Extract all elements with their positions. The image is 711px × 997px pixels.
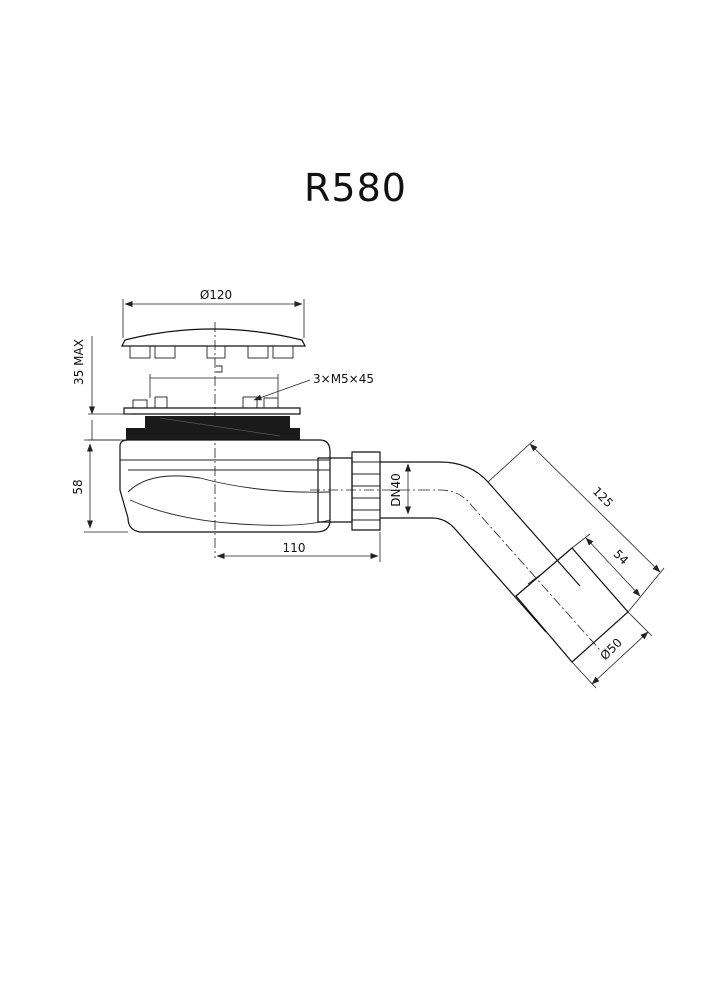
page-title: R580 xyxy=(304,166,407,210)
label-offset: 110 xyxy=(283,541,306,555)
label-body-height: 58 xyxy=(71,479,85,494)
dimension-body-height: 58 xyxy=(71,439,128,533)
label-sleeve-length: 54 xyxy=(610,547,631,568)
drain-cap xyxy=(121,328,306,359)
dimension-cap-diameter: Ø120 xyxy=(122,288,305,338)
dimension-outlet-diameter: Ø50 xyxy=(571,611,653,689)
label-outlet-diameter: Ø50 xyxy=(597,635,624,662)
dimension-elbow-length: 125 xyxy=(487,439,665,613)
connecting-nut xyxy=(351,451,381,531)
label-height-max: 35 MAX xyxy=(72,339,86,385)
label-cap-diameter: Ø120 xyxy=(200,288,232,302)
label-nut-size: DN40 xyxy=(389,473,403,507)
flange xyxy=(123,396,301,440)
dimension-offset: 110 xyxy=(216,532,381,562)
dimension-nut-size: DN40 xyxy=(389,463,411,515)
dimension-height-max: 35 MAX xyxy=(72,336,130,441)
screw-reference: 3×M5×45 xyxy=(149,365,374,401)
label-screws: 3×M5×45 xyxy=(313,372,374,386)
